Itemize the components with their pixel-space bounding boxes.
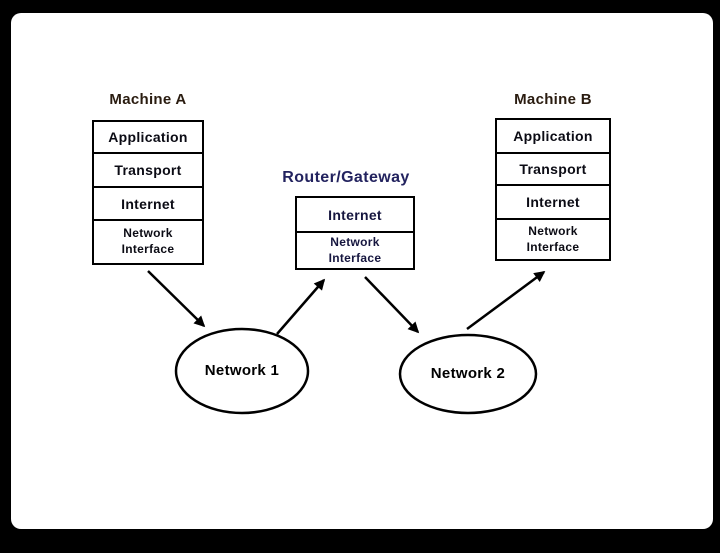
router-layer-network-interface-label: Network Interface bbox=[319, 235, 391, 266]
machine-b-layer-network-interface: Network Interface bbox=[497, 220, 609, 259]
router-gateway-title: Router/Gateway bbox=[271, 169, 421, 187]
network-2-label: Network 2 bbox=[403, 365, 533, 382]
machine-b-stack: Application Transport Internet Network I… bbox=[495, 118, 611, 261]
machine-a-layer-internet: Internet bbox=[94, 188, 202, 221]
router-layer-network-interface: Network Interface bbox=[297, 233, 413, 268]
machine-a-layer-application: Application bbox=[94, 122, 202, 154]
machine-b-layer-application: Application bbox=[497, 120, 609, 154]
machine-b-layer-network-interface-label: Network Interface bbox=[517, 224, 589, 255]
router-stack: Internet Network Interface bbox=[295, 196, 415, 270]
machine-b-layer-transport: Transport bbox=[497, 154, 609, 186]
router-layer-internet: Internet bbox=[297, 198, 413, 233]
machine-a-layer-network-interface-label: Network Interface bbox=[112, 226, 184, 257]
arrow-router-to-network-2 bbox=[365, 277, 418, 332]
machine-a-layer-network-interface: Network Interface bbox=[94, 221, 202, 263]
machine-b-title: Machine B bbox=[495, 91, 611, 108]
arrow-network-2-to-machine-b bbox=[467, 272, 544, 329]
slide-background: Machine A Application Transport Internet… bbox=[11, 13, 713, 529]
arrow-network-1-to-router bbox=[277, 280, 324, 334]
machine-a-layer-transport: Transport bbox=[94, 154, 202, 188]
network-1-label: Network 1 bbox=[177, 362, 307, 379]
arrow-machine-a-to-network-1 bbox=[148, 271, 204, 326]
machine-a-title: Machine A bbox=[92, 91, 204, 108]
machine-b-layer-internet: Internet bbox=[497, 186, 609, 220]
machine-a-stack: Application Transport Internet Network I… bbox=[92, 120, 204, 265]
